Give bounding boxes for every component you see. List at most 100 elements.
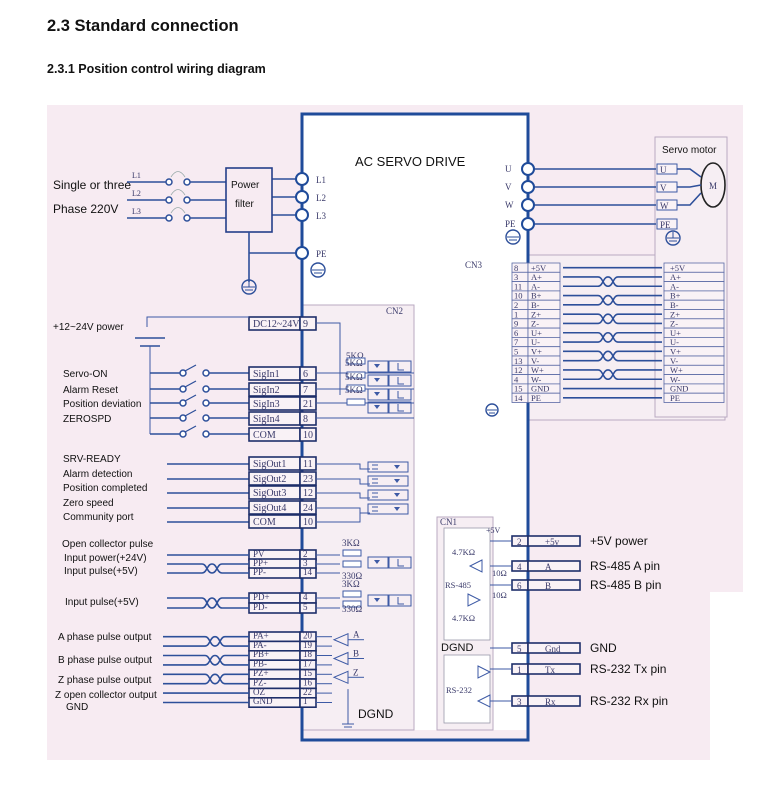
input-power-label: Input power(+24V): [64, 553, 147, 564]
cn3-signal-name: GND: [531, 384, 549, 394]
cn3-pin-number: 15: [514, 384, 523, 394]
cn3-signal-name: V-: [531, 356, 539, 366]
plus5v-label: +5V: [486, 526, 501, 535]
pin-number-label: 8: [303, 414, 308, 425]
cn1-signal-box: [527, 663, 581, 675]
input-label: Position deviation: [63, 399, 141, 410]
ground-icon: [485, 403, 499, 417]
led-icon: [374, 405, 380, 409]
input-label: Alarm Reset: [63, 385, 118, 396]
switch-contact-icon: [179, 430, 187, 438]
terminal-icon: [521, 162, 535, 176]
optocoupler-icon: [367, 360, 389, 373]
cn1-signal-name: Tx: [545, 665, 555, 675]
cn1-pin-row: 1 Tx RS-232 Tx pin: [490, 662, 666, 676]
motor-symbol-label: M: [709, 181, 717, 191]
pin-number-label: 1: [303, 696, 308, 706]
cn1-pin-description: RS-232 Tx pin: [590, 662, 666, 676]
pin-number-label: 21: [303, 399, 313, 410]
cn1-pin-number: 1: [517, 665, 522, 675]
cn1-pin-description: RS-485 B pin: [590, 578, 661, 592]
pin-signal-label: PZ-: [253, 677, 267, 687]
ground-icon: [310, 262, 326, 278]
cn3-pin-number: 6: [514, 328, 518, 338]
output-label: Community port: [63, 512, 134, 523]
motor-terminal-label: W: [660, 201, 669, 211]
optocoupler-icon: [367, 401, 412, 414]
cn3-pin-number: 12: [514, 365, 523, 375]
cn2-pulse-pin: PP-14: [248, 567, 317, 579]
cn3-pin-number: 8: [514, 263, 518, 273]
resistor-label: 5KΩ: [345, 358, 363, 368]
twisted-pair-icon: [597, 313, 619, 325]
cn3-signal-name: A-: [531, 281, 540, 291]
ground-icon: [310, 262, 326, 278]
drive-output-label: V: [505, 182, 512, 192]
switch-contact-icon: [202, 430, 210, 438]
cn1-signal-box: [527, 642, 581, 654]
resistor-icon: [346, 384, 366, 392]
twisted-pair-icon: [597, 276, 619, 288]
input-pulse-label: Input pulse(+5V): [64, 566, 138, 577]
breaker-arc-icon: [170, 171, 186, 178]
switch-contact-icon: [202, 399, 210, 407]
drive-terminal-label: PE: [316, 249, 327, 259]
cn3-pin-number: 10: [514, 291, 523, 301]
cn1-pin-number: 4: [517, 562, 522, 572]
pin-signal-label: SigIn4: [253, 414, 280, 425]
pin-number-label: 4: [303, 592, 308, 602]
cn1-signal-box: [527, 579, 581, 591]
switch-contact-icon: [202, 385, 210, 393]
motor-winding-wire: [677, 184, 702, 188]
pin-number-label: 9: [303, 319, 308, 330]
cn3-signal-name: B-: [531, 300, 540, 310]
terminal-icon: [295, 190, 309, 204]
motor-encoder-signal: U-: [670, 337, 679, 347]
cn3-pin-number: 14: [514, 393, 523, 403]
led-icon: [374, 598, 380, 602]
input-pulse-label: Input pulse(+5V): [65, 597, 139, 608]
pin-signal-label: PA+: [253, 630, 269, 640]
twisted-pair-icon: [201, 597, 223, 609]
led-icon: [374, 392, 380, 396]
cn3-pin-number: 9: [514, 319, 518, 329]
pin-signal-label: PD-: [253, 602, 268, 612]
resistor-icon: [346, 371, 366, 379]
power-line-label: L1: [132, 171, 141, 180]
terminal-icon: [295, 208, 309, 222]
motor-encoder-signal: Z-: [670, 319, 678, 329]
open-collector-label: Open collector pulse: [62, 539, 154, 550]
pin-number-label: 23: [303, 474, 313, 485]
pin-signal-label: COM: [253, 517, 276, 528]
optocoupler-icon: [367, 503, 409, 515]
pin-number-label: 24: [303, 503, 313, 514]
cn3-signal-name: Z-: [531, 319, 539, 329]
pin-number-label: 16: [303, 677, 313, 687]
cn1-pin-number: 5: [517, 644, 522, 654]
switch-lever-icon: [184, 394, 197, 402]
pin-signal-label: DC12~24V: [253, 319, 300, 330]
motor-encoder-signal: PE: [670, 393, 680, 403]
cn3-pin-number: 2: [514, 300, 518, 310]
optocoupler-icon: [367, 489, 409, 501]
twisted-pair-icon: [204, 635, 226, 647]
encoder-output-label: A phase pulse output: [58, 632, 152, 643]
pin-signal-label: PP+: [253, 558, 268, 568]
output-internal-wire: [316, 478, 370, 485]
pin-number-label: 22: [303, 687, 312, 697]
drive-terminal-label: L3: [316, 211, 326, 221]
cn3-pin-number: 13: [514, 356, 523, 366]
cn1-signal-box: [527, 695, 581, 707]
optocoupler-icon: [367, 475, 409, 487]
cn3-signal-box: [527, 392, 561, 403]
cn3-signal-name: +5V: [531, 263, 547, 273]
terminal-icon: [521, 180, 535, 194]
